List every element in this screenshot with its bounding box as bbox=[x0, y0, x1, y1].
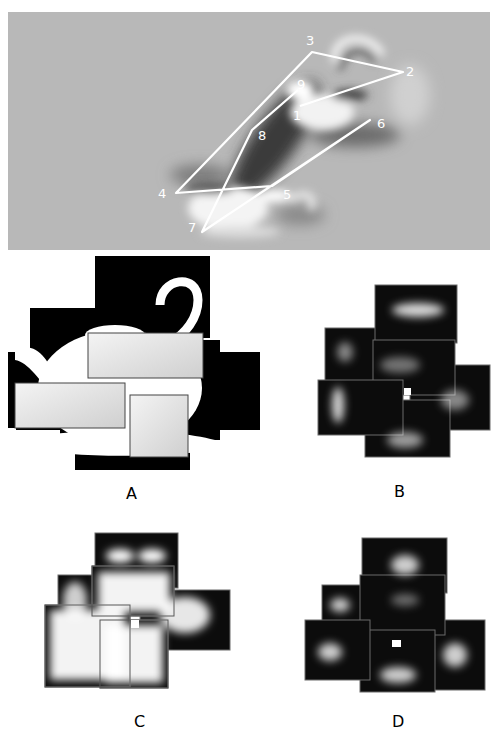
callout-number: 9 bbox=[297, 77, 305, 92]
panel-d bbox=[360, 630, 435, 692]
panel-c bbox=[100, 620, 168, 688]
callout-number: 6 bbox=[377, 116, 385, 131]
panel-b bbox=[332, 303, 469, 448]
filtered-image bbox=[275, 205, 325, 225]
callout-number: 7 bbox=[188, 220, 196, 235]
panel-a bbox=[8, 256, 260, 470]
panel-b bbox=[392, 303, 444, 317]
panel-b bbox=[404, 388, 411, 395]
panel-c bbox=[138, 549, 166, 563]
panel-letter: C bbox=[134, 712, 145, 731]
panel-b bbox=[332, 387, 344, 423]
panel-b bbox=[380, 357, 420, 373]
panel-a bbox=[126, 380, 134, 388]
panel-b bbox=[318, 380, 403, 435]
panel-b bbox=[318, 285, 490, 457]
callout-number: 1 bbox=[293, 108, 301, 123]
panel-b bbox=[325, 328, 380, 383]
filtered-image bbox=[200, 226, 280, 238]
panel-d bbox=[443, 643, 467, 667]
filtered-image bbox=[8, 12, 490, 250]
panel-d bbox=[318, 643, 342, 661]
panel-c bbox=[105, 625, 163, 683]
callout-number: 3 bbox=[306, 33, 314, 48]
panel-letter: A bbox=[126, 484, 137, 503]
panel-letter: D bbox=[392, 712, 404, 731]
panel-c bbox=[106, 549, 134, 563]
panel-a bbox=[15, 383, 125, 428]
panel-c bbox=[45, 533, 230, 688]
panel-a bbox=[16, 378, 128, 430]
panel-b bbox=[337, 342, 353, 362]
panel-a bbox=[15, 333, 203, 457]
panel-d bbox=[330, 598, 350, 612]
panel-d bbox=[391, 594, 419, 606]
filtered-image bbox=[290, 195, 312, 210]
panel-d bbox=[318, 555, 467, 683]
filtered-image bbox=[186, 39, 382, 238]
panel-b bbox=[318, 285, 490, 457]
panel-d bbox=[391, 555, 419, 575]
panel-a bbox=[8, 256, 260, 470]
panel-d bbox=[305, 620, 370, 680]
panel-d bbox=[305, 538, 485, 692]
panel-d bbox=[360, 575, 445, 635]
panel-c bbox=[92, 566, 174, 616]
filtered-image bbox=[340, 51, 375, 70]
panel-a bbox=[88, 333, 203, 378]
panel-b bbox=[387, 432, 423, 448]
correspondence-line bbox=[176, 52, 403, 232]
panel-b bbox=[375, 285, 457, 343]
panel-d bbox=[380, 667, 416, 683]
panel-letter: B bbox=[394, 482, 405, 501]
callout-number: 5 bbox=[283, 187, 291, 202]
panel-b bbox=[441, 390, 469, 410]
callout-number: 4 bbox=[158, 186, 166, 201]
callout-number: 2 bbox=[406, 64, 414, 79]
panel-a bbox=[130, 395, 188, 457]
panel-c bbox=[45, 566, 174, 688]
panel-c bbox=[100, 620, 168, 688]
filtered-image bbox=[8, 12, 490, 250]
panel-d bbox=[305, 538, 485, 692]
panel-c bbox=[131, 620, 139, 628]
panel-c bbox=[45, 533, 230, 688]
panel-c bbox=[45, 605, 130, 687]
callout-number: 8 bbox=[258, 128, 266, 143]
panel-d bbox=[392, 640, 401, 647]
filtered-image bbox=[332, 89, 368, 101]
panel-c bbox=[98, 572, 170, 612]
